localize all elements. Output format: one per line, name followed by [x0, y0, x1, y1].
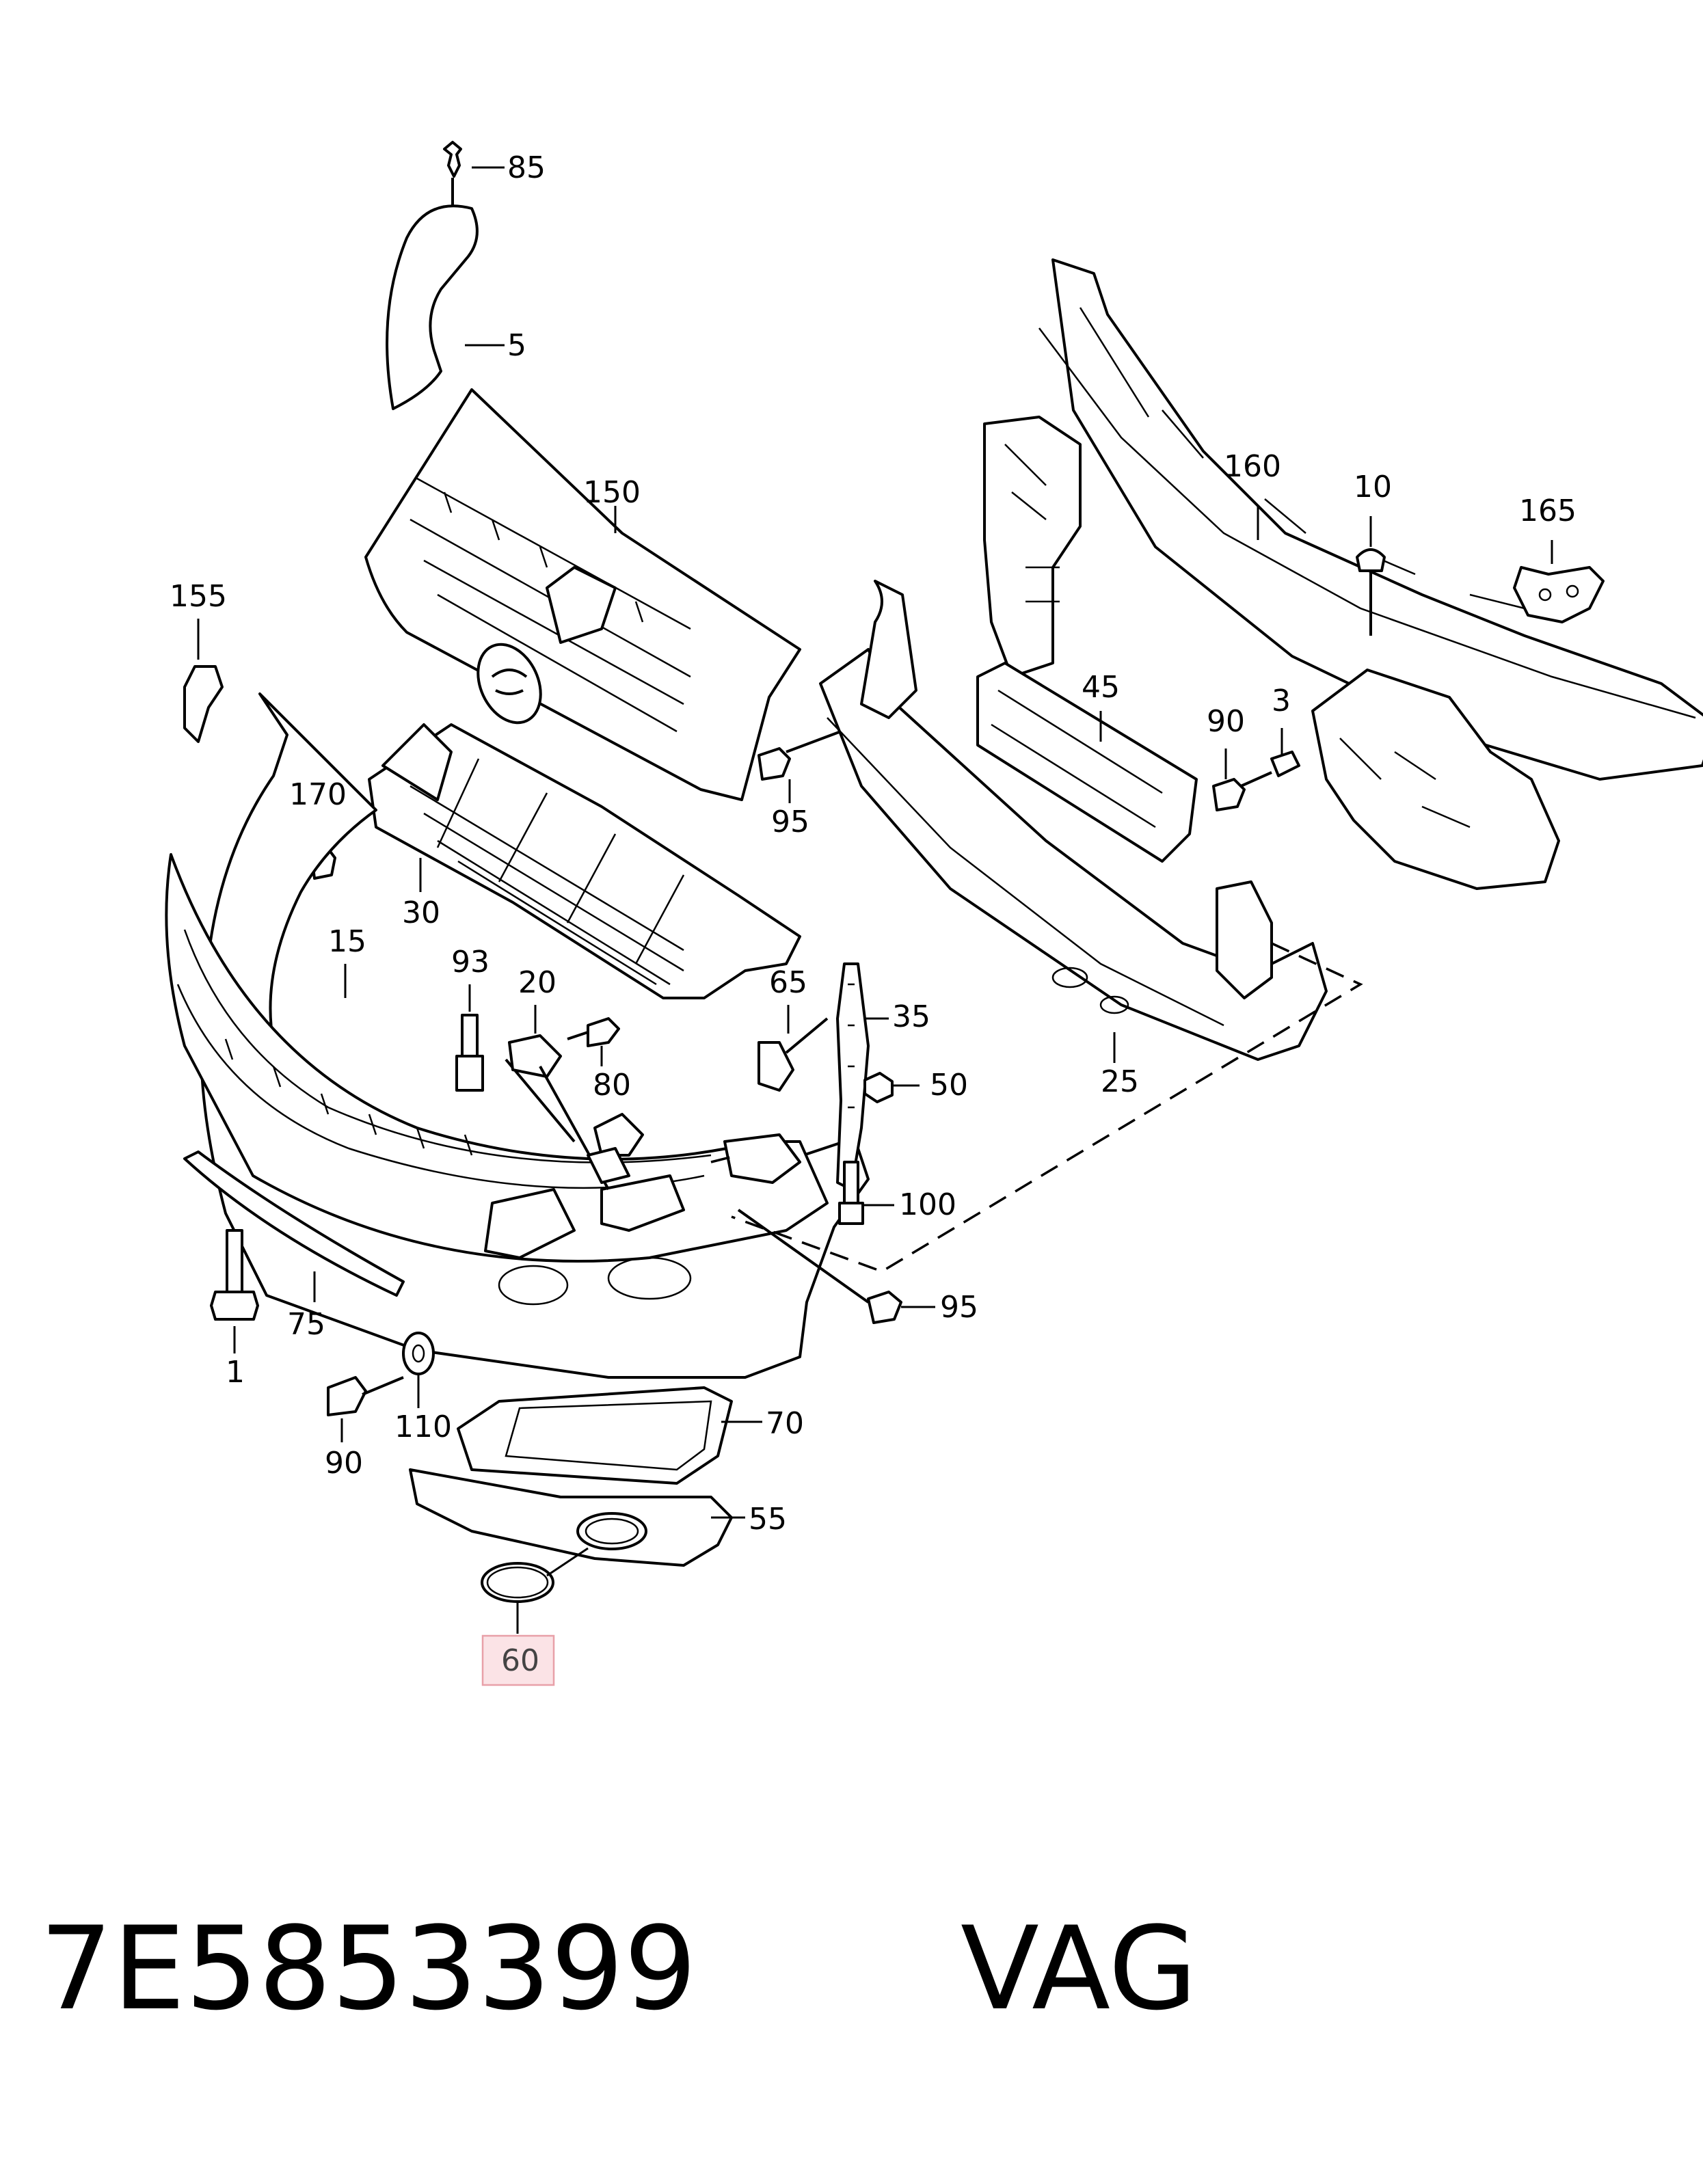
- highlight-box-60: [481, 1634, 555, 1686]
- callout-90-lower: 90: [325, 1446, 363, 1481]
- callout-20: 20: [518, 965, 557, 1000]
- part-95-lower-bolt: [737, 1209, 935, 1324]
- callout-95-lower: 95: [940, 1290, 978, 1325]
- callout-75: 75: [287, 1307, 325, 1342]
- part-5-bracket: [386, 204, 505, 410]
- callout-110: 110: [394, 1410, 452, 1444]
- callout-35: 35: [892, 999, 930, 1034]
- part-60-ring: [481, 1547, 589, 1634]
- callout-93: 93: [451, 945, 490, 980]
- part-50-nut: [863, 1072, 920, 1103]
- part-110-washer: [402, 1332, 435, 1408]
- callout-90-upper: 90: [1207, 704, 1245, 739]
- part-80-rivet: [567, 1017, 620, 1066]
- part-70-frame: [457, 1386, 762, 1485]
- part-165-bracket: [1513, 540, 1605, 623]
- callout-65: 65: [769, 965, 807, 1000]
- callout-60: 60: [501, 1643, 539, 1678]
- callout-80: 80: [593, 1068, 631, 1103]
- callout-100: 100: [899, 1187, 956, 1222]
- brand-name: VAG: [961, 1902, 1198, 2036]
- part-10-plug: [1356, 516, 1386, 636]
- part-55-grille: [409, 1468, 745, 1567]
- part-93-bolt: [455, 984, 484, 1092]
- callout-25: 25: [1101, 1064, 1139, 1099]
- callout-50: 50: [930, 1068, 968, 1103]
- part-number: 7E5853399: [40, 1902, 697, 2036]
- callout-10: 10: [1354, 470, 1392, 504]
- part-1-bolt: [210, 1229, 259, 1353]
- part-90-upper-screw: [1212, 749, 1272, 811]
- callout-70: 70: [766, 1406, 804, 1441]
- callout-155: 155: [170, 579, 227, 614]
- part-3-clip: [1270, 728, 1300, 777]
- part-15-bumper-cover: [165, 692, 870, 1379]
- callout-150: 150: [583, 475, 641, 510]
- part-155-bracket: [183, 619, 224, 743]
- callout-165: 165: [1519, 494, 1577, 528]
- part-30-grille: [368, 723, 801, 999]
- part-75-strip: [183, 1150, 405, 1302]
- callout-30: 30: [402, 895, 440, 930]
- callout-85: 85: [507, 150, 546, 185]
- callout-55: 55: [749, 1502, 787, 1537]
- callout-95-upper: 95: [771, 805, 809, 839]
- callout-1: 1: [226, 1355, 245, 1390]
- part-90-lower-screw: [327, 1376, 404, 1442]
- callout-15: 15: [328, 924, 366, 959]
- part-25-reinforcement: [819, 580, 1328, 1063]
- part-65-bracket: [757, 1005, 829, 1092]
- part-95-upper-bolt: [757, 730, 842, 803]
- callout-160: 160: [1224, 449, 1281, 484]
- callout-45: 45: [1082, 670, 1120, 705]
- callout-5: 5: [507, 328, 526, 363]
- callout-170: 170: [289, 777, 347, 812]
- assembly-dashes: [710, 942, 1363, 1273]
- callouts: 85 5 150 160 10 165 155 45 90 3 95 170 3…: [170, 150, 1577, 1678]
- part-150-grille: [364, 388, 801, 801]
- part-45-absorber: [976, 662, 1198, 863]
- part-160-carrier: [983, 258, 1703, 890]
- callout-3: 3: [1272, 684, 1291, 718]
- part-20-bracket: [508, 1005, 630, 1190]
- part-100-bolt: [838, 1161, 894, 1225]
